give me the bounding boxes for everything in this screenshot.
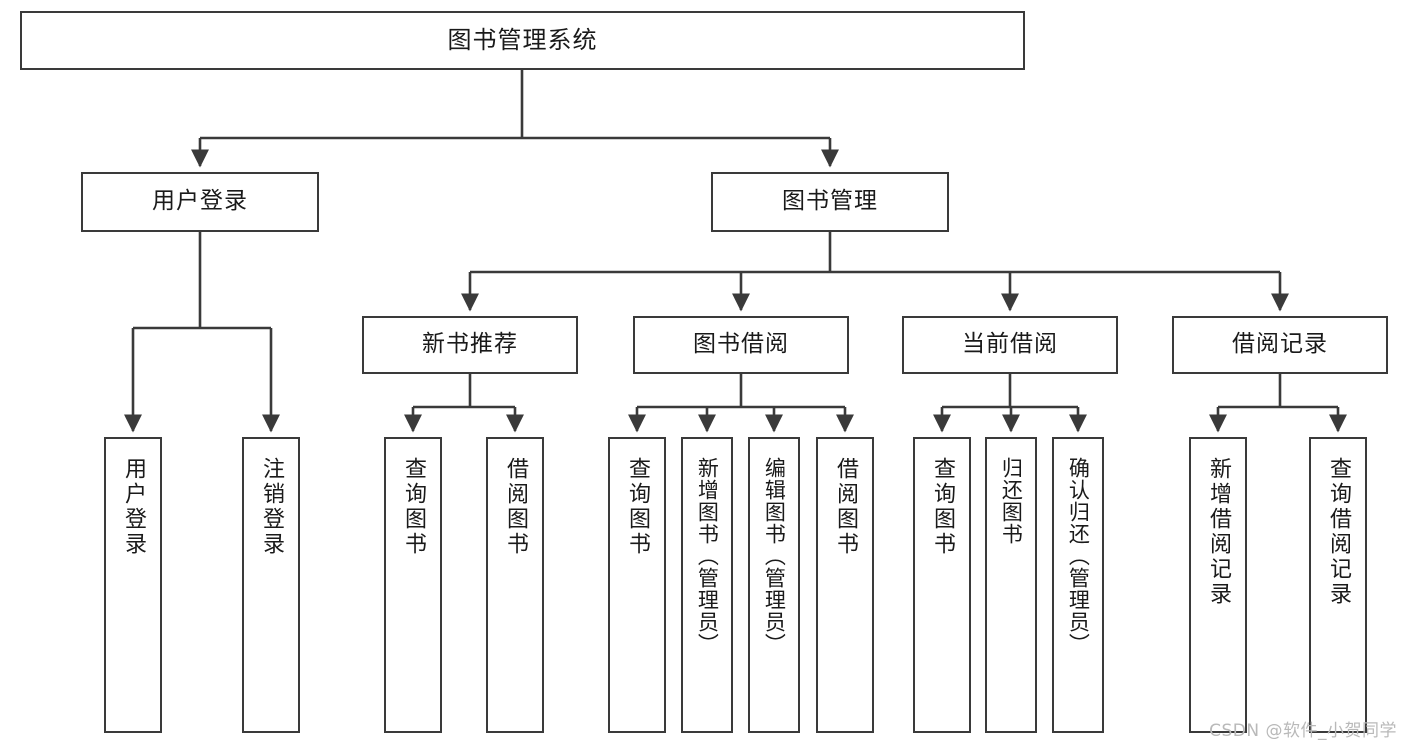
node-leaf-query-book-2[interactable]: 查询图书 bbox=[608, 437, 666, 733]
node-current-borrow[interactable]: 当前借阅 bbox=[902, 316, 1118, 374]
node-leaf-return-book[interactable]: 归还图书 bbox=[985, 437, 1037, 733]
node-leaf-borrow-book-1[interactable]: 借阅图书 bbox=[486, 437, 544, 733]
leaf-label: 查询借阅记录 bbox=[1325, 457, 1351, 607]
node-book-borrow[interactable]: 图书借阅 bbox=[633, 316, 849, 374]
leaf-label: 借阅图书 bbox=[832, 457, 858, 557]
node-leaf-query-book-1[interactable]: 查询图书 bbox=[384, 437, 442, 733]
node-leaf-user-login[interactable]: 用户登录 bbox=[104, 437, 162, 733]
leaf-label: 用户登录 bbox=[120, 457, 146, 557]
node-user-login[interactable]: 用户登录 bbox=[81, 172, 319, 232]
leaf-label: 借阅图书 bbox=[502, 457, 528, 557]
node-leaf-confirm-return[interactable]: 确认归还（管理员） bbox=[1052, 437, 1104, 733]
node-leaf-add-book[interactable]: 新增图书（管理员） bbox=[681, 437, 733, 733]
node-leaf-borrow-book-2[interactable]: 借阅图书 bbox=[816, 437, 874, 733]
node-book-manage[interactable]: 图书管理 bbox=[711, 172, 949, 232]
leaf-label: 确认归还（管理员） bbox=[1066, 457, 1091, 655]
node-leaf-edit-book[interactable]: 编辑图书（管理员） bbox=[748, 437, 800, 733]
node-root[interactable]: 图书管理系统 bbox=[20, 11, 1025, 70]
leaf-label: 查询图书 bbox=[400, 457, 426, 557]
node-new-book-rec[interactable]: 新书推荐 bbox=[362, 316, 578, 374]
node-leaf-logout[interactable]: 注销登录 bbox=[242, 437, 300, 733]
leaf-label: 新增图书（管理员） bbox=[695, 457, 720, 655]
leaf-label: 查询图书 bbox=[624, 457, 650, 557]
node-leaf-query-book-3[interactable]: 查询图书 bbox=[913, 437, 971, 733]
leaf-label: 新增借阅记录 bbox=[1205, 457, 1231, 607]
leaf-label: 归还图书 bbox=[999, 457, 1024, 545]
node-leaf-add-record[interactable]: 新增借阅记录 bbox=[1189, 437, 1247, 733]
leaf-label: 查询图书 bbox=[929, 457, 955, 557]
csdn-watermark: CSDN @软件_小贺同学 bbox=[1209, 721, 1397, 741]
leaf-label: 编辑图书（管理员） bbox=[762, 457, 787, 655]
node-leaf-query-record[interactable]: 查询借阅记录 bbox=[1309, 437, 1367, 733]
node-borrow-record[interactable]: 借阅记录 bbox=[1172, 316, 1388, 374]
leaf-label: 注销登录 bbox=[258, 457, 284, 557]
